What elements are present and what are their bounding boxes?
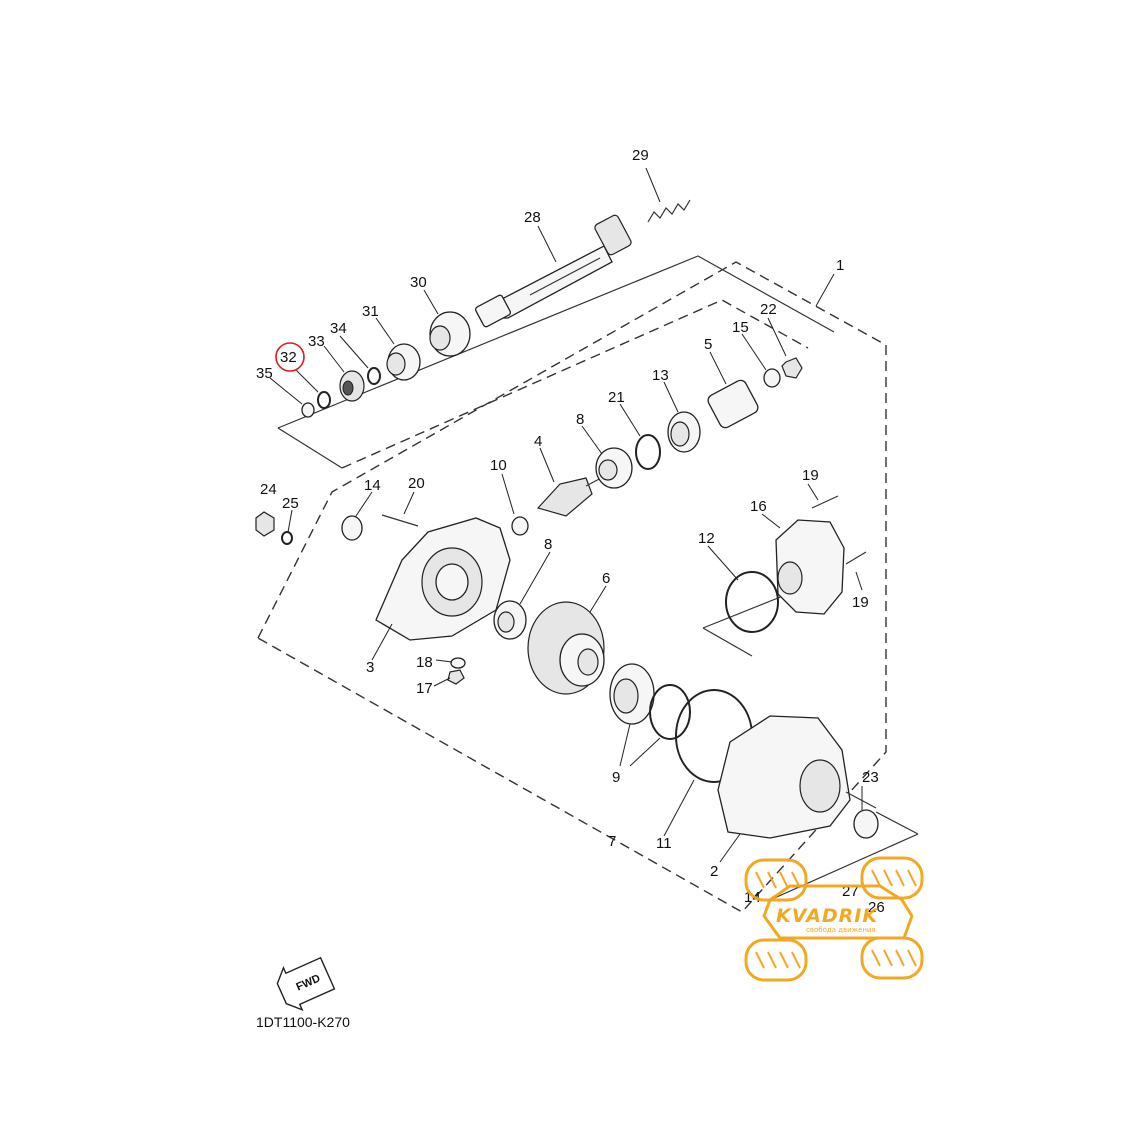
fwd-arrow-icon: FWD — [276, 956, 336, 1012]
atv-body-icon — [762, 884, 914, 940]
callout-19-lower: 19 — [852, 594, 869, 611]
callout-1: 1 — [836, 257, 844, 274]
circlip-34 — [367, 367, 381, 385]
collar-14 — [341, 515, 363, 541]
callout-12: 12 — [698, 530, 715, 547]
callout-23: 23 — [862, 769, 879, 786]
callout-9: 9 — [612, 769, 620, 786]
watermark-brand: KVADRIK — [776, 905, 878, 927]
drive-shaft — [474, 214, 632, 328]
callout-34: 34 — [330, 320, 347, 337]
bearing-13 — [667, 411, 701, 453]
callout-20: 20 — [408, 475, 425, 492]
plug-35 — [301, 402, 315, 418]
ring-gear-6 — [527, 601, 605, 695]
callout-28: 28 — [524, 209, 541, 226]
nut-22 — [781, 357, 803, 379]
callout-5: 5 — [704, 336, 712, 353]
oil-seal-14 — [853, 809, 879, 839]
part-code: 1DT1100-K270 — [256, 1014, 350, 1030]
kvadrik-watermark: KVADRIK свобода движения — [744, 856, 924, 982]
o-ring-12 — [725, 571, 779, 633]
callout-21: 21 — [608, 389, 625, 406]
leader-lines — [269, 167, 863, 863]
coupling-5 — [707, 379, 759, 429]
washer-15 — [763, 368, 781, 388]
shim-7 — [649, 684, 691, 740]
callout-18: 18 — [416, 654, 433, 671]
drain-bolt-17 — [447, 669, 465, 685]
callout-35: 35 — [256, 365, 273, 382]
washer-25 — [281, 531, 293, 545]
callout-6: 6 — [602, 570, 610, 587]
callout-19-upper: 19 — [802, 467, 819, 484]
callout-26: 26 — [868, 899, 885, 916]
callout-33: 33 — [308, 333, 325, 350]
callout-25: 25 — [282, 495, 299, 512]
motor-housing-16 — [775, 519, 845, 615]
watermark-tagline: свобода движения — [806, 926, 876, 934]
spring — [647, 199, 691, 223]
circlip-32 — [317, 391, 331, 409]
callout-8-lower: 8 — [544, 536, 552, 553]
callout-30: 30 — [410, 274, 427, 291]
callout-32: 32 — [280, 349, 297, 366]
bearing-10 — [511, 516, 529, 536]
bearing-8-upper — [595, 447, 633, 489]
washer-18 — [450, 657, 466, 669]
callout-3: 3 — [366, 659, 374, 676]
bearing-9 — [609, 663, 655, 725]
callout-8-upper: 8 — [576, 411, 584, 428]
callout-16: 16 — [750, 498, 767, 515]
callout-10: 10 — [490, 457, 507, 474]
collar-31 — [386, 343, 421, 381]
nut-24 — [255, 511, 275, 537]
gear-case-cover-2 — [717, 715, 851, 839]
callout-labels: 29 28 1 30 31 22 34 33 32 35 15 5 13 21 … — [256, 147, 885, 916]
callout-14-left: 14 — [364, 477, 381, 494]
callout-4: 4 — [534, 433, 542, 450]
callout-22: 22 — [760, 301, 777, 318]
needle-bearing-33 — [339, 370, 365, 402]
gear-case-housing — [375, 517, 511, 641]
callout-29: 29 — [632, 147, 649, 164]
bearing-30 — [429, 311, 471, 357]
callout-highlight-circle — [275, 342, 305, 372]
bolt-19-upper — [811, 495, 839, 509]
callout-11: 11 — [656, 835, 672, 852]
callout-7: 7 — [608, 833, 616, 850]
bolt-23 — [845, 791, 877, 809]
shim-21 — [635, 434, 661, 470]
callout-31: 31 — [362, 303, 379, 320]
bearing-8-lower — [493, 600, 527, 640]
callout-13: 13 — [652, 367, 669, 384]
callout-2: 2 — [710, 863, 718, 880]
bolt-20 — [381, 514, 419, 527]
callout-15: 15 — [732, 319, 749, 336]
callout-17: 17 — [416, 680, 433, 697]
callout-24: 24 — [260, 481, 277, 498]
bolt-19-lower — [845, 551, 867, 565]
